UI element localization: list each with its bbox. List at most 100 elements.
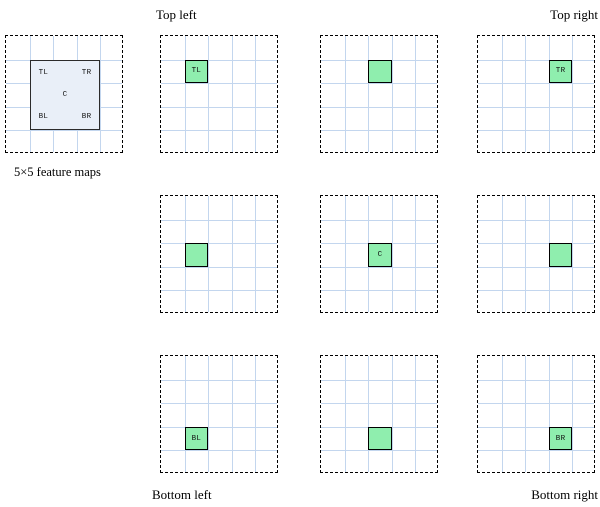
gridline-horizontal bbox=[321, 219, 437, 221]
gridline-horizontal bbox=[6, 130, 122, 132]
gridline-vertical bbox=[391, 356, 393, 472]
panel-gridlines bbox=[321, 36, 437, 152]
panel-gridlines bbox=[478, 196, 594, 312]
reference-label-br: BR bbox=[81, 113, 92, 122]
gridline-vertical bbox=[548, 36, 550, 152]
gridline-horizontal bbox=[478, 219, 594, 221]
highlighted-cell bbox=[368, 59, 392, 84]
label-bottom-left: Bottom left bbox=[152, 487, 212, 502]
highlighted-cell: C bbox=[368, 243, 392, 267]
gridline-horizontal bbox=[478, 83, 594, 85]
gridline-vertical bbox=[415, 196, 417, 312]
gridline-vertical bbox=[415, 356, 417, 472]
label-top-left: Top left bbox=[156, 7, 197, 22]
reference-label-tr: TR bbox=[81, 68, 92, 77]
gridline-vertical bbox=[415, 36, 417, 152]
reference-label-c: C bbox=[62, 90, 68, 99]
gridline-horizontal bbox=[321, 83, 437, 85]
gridline-vertical bbox=[572, 356, 574, 472]
gridline-vertical bbox=[184, 356, 186, 472]
gridline-vertical bbox=[344, 356, 346, 472]
gridline-horizontal bbox=[478, 243, 594, 245]
gridline-horizontal bbox=[161, 290, 277, 292]
gridline-horizontal bbox=[478, 266, 594, 268]
gridline-vertical bbox=[572, 196, 574, 312]
gridline-horizontal bbox=[161, 83, 277, 85]
gridline-vertical bbox=[255, 196, 257, 312]
panel-bottom-right: BR bbox=[477, 355, 595, 473]
panel-gridlines bbox=[478, 36, 594, 152]
gridline-horizontal bbox=[161, 130, 277, 132]
gridline-vertical bbox=[255, 356, 257, 472]
panel-gridlines bbox=[161, 196, 277, 312]
gridline-horizontal bbox=[321, 403, 437, 405]
gridline-vertical bbox=[208, 36, 210, 152]
panel-gridlines bbox=[161, 356, 277, 472]
gridline-vertical bbox=[344, 36, 346, 152]
gridline-vertical bbox=[184, 36, 186, 152]
panel-middle-right bbox=[477, 195, 595, 313]
reference-label-tl: TL bbox=[38, 68, 49, 77]
gridline-horizontal bbox=[161, 266, 277, 268]
gridline-vertical bbox=[255, 36, 257, 152]
gridline-horizontal bbox=[161, 403, 277, 405]
gridline-horizontal bbox=[321, 450, 437, 452]
panel-top-center bbox=[320, 35, 438, 153]
panel-top-right: TR bbox=[477, 35, 595, 153]
highlighted-cell bbox=[184, 243, 209, 267]
gridline-vertical bbox=[501, 36, 503, 152]
gridline-vertical bbox=[231, 356, 233, 472]
gridline-horizontal bbox=[321, 290, 437, 292]
reference-inner-box: TL TR C BL BR bbox=[29, 59, 101, 131]
gridline-horizontal bbox=[161, 219, 277, 221]
highlighted-cell: TR bbox=[548, 59, 573, 84]
gridline-horizontal bbox=[321, 106, 437, 108]
gridline-horizontal bbox=[161, 243, 277, 245]
gridline-vertical bbox=[231, 36, 233, 152]
reference-feature-map: TL TR C BL BR bbox=[5, 35, 123, 153]
gridline-horizontal bbox=[478, 426, 594, 428]
gridline-horizontal bbox=[478, 403, 594, 405]
highlighted-cell bbox=[548, 243, 573, 267]
gridline-vertical bbox=[548, 356, 550, 472]
highlighted-cell bbox=[368, 426, 392, 451]
gridline-vertical bbox=[231, 196, 233, 312]
label-bottom-right: Bottom right bbox=[531, 487, 598, 502]
panel-gridlines bbox=[321, 356, 437, 472]
gridline-vertical bbox=[368, 36, 370, 152]
gridline-horizontal bbox=[161, 450, 277, 452]
gridline-vertical bbox=[368, 356, 370, 472]
reference-label-bl: BL bbox=[38, 113, 49, 122]
gridline-horizontal bbox=[321, 266, 437, 268]
panel-bottom-center bbox=[320, 355, 438, 473]
highlighted-cell: BL bbox=[184, 426, 209, 451]
panel-gridlines bbox=[478, 356, 594, 472]
gridline-horizontal bbox=[161, 379, 277, 381]
gridline-horizontal bbox=[478, 106, 594, 108]
gridline-vertical bbox=[525, 36, 527, 152]
panel-gridlines bbox=[161, 36, 277, 152]
gridline-horizontal bbox=[161, 426, 277, 428]
gridline-horizontal bbox=[478, 130, 594, 132]
highlighted-cell: BR bbox=[548, 426, 573, 451]
highlighted-cell: TL bbox=[184, 59, 209, 84]
panel-bottom-left: BL bbox=[160, 355, 278, 473]
gridline-vertical bbox=[208, 356, 210, 472]
gridline-horizontal bbox=[478, 450, 594, 452]
gridline-vertical bbox=[501, 196, 503, 312]
gridline-vertical bbox=[525, 196, 527, 312]
gridline-horizontal bbox=[161, 106, 277, 108]
gridline-vertical bbox=[501, 356, 503, 472]
panel-top-left: TL bbox=[160, 35, 278, 153]
gridline-vertical bbox=[391, 196, 393, 312]
gridline-vertical bbox=[525, 356, 527, 472]
gridline-horizontal bbox=[478, 379, 594, 381]
label-top-right: Top right bbox=[550, 7, 598, 22]
gridline-vertical bbox=[391, 36, 393, 152]
gridline-horizontal bbox=[321, 379, 437, 381]
gridline-vertical bbox=[572, 36, 574, 152]
gridline-horizontal bbox=[478, 290, 594, 292]
gridline-horizontal bbox=[161, 59, 277, 61]
panel-middle-left bbox=[160, 195, 278, 313]
